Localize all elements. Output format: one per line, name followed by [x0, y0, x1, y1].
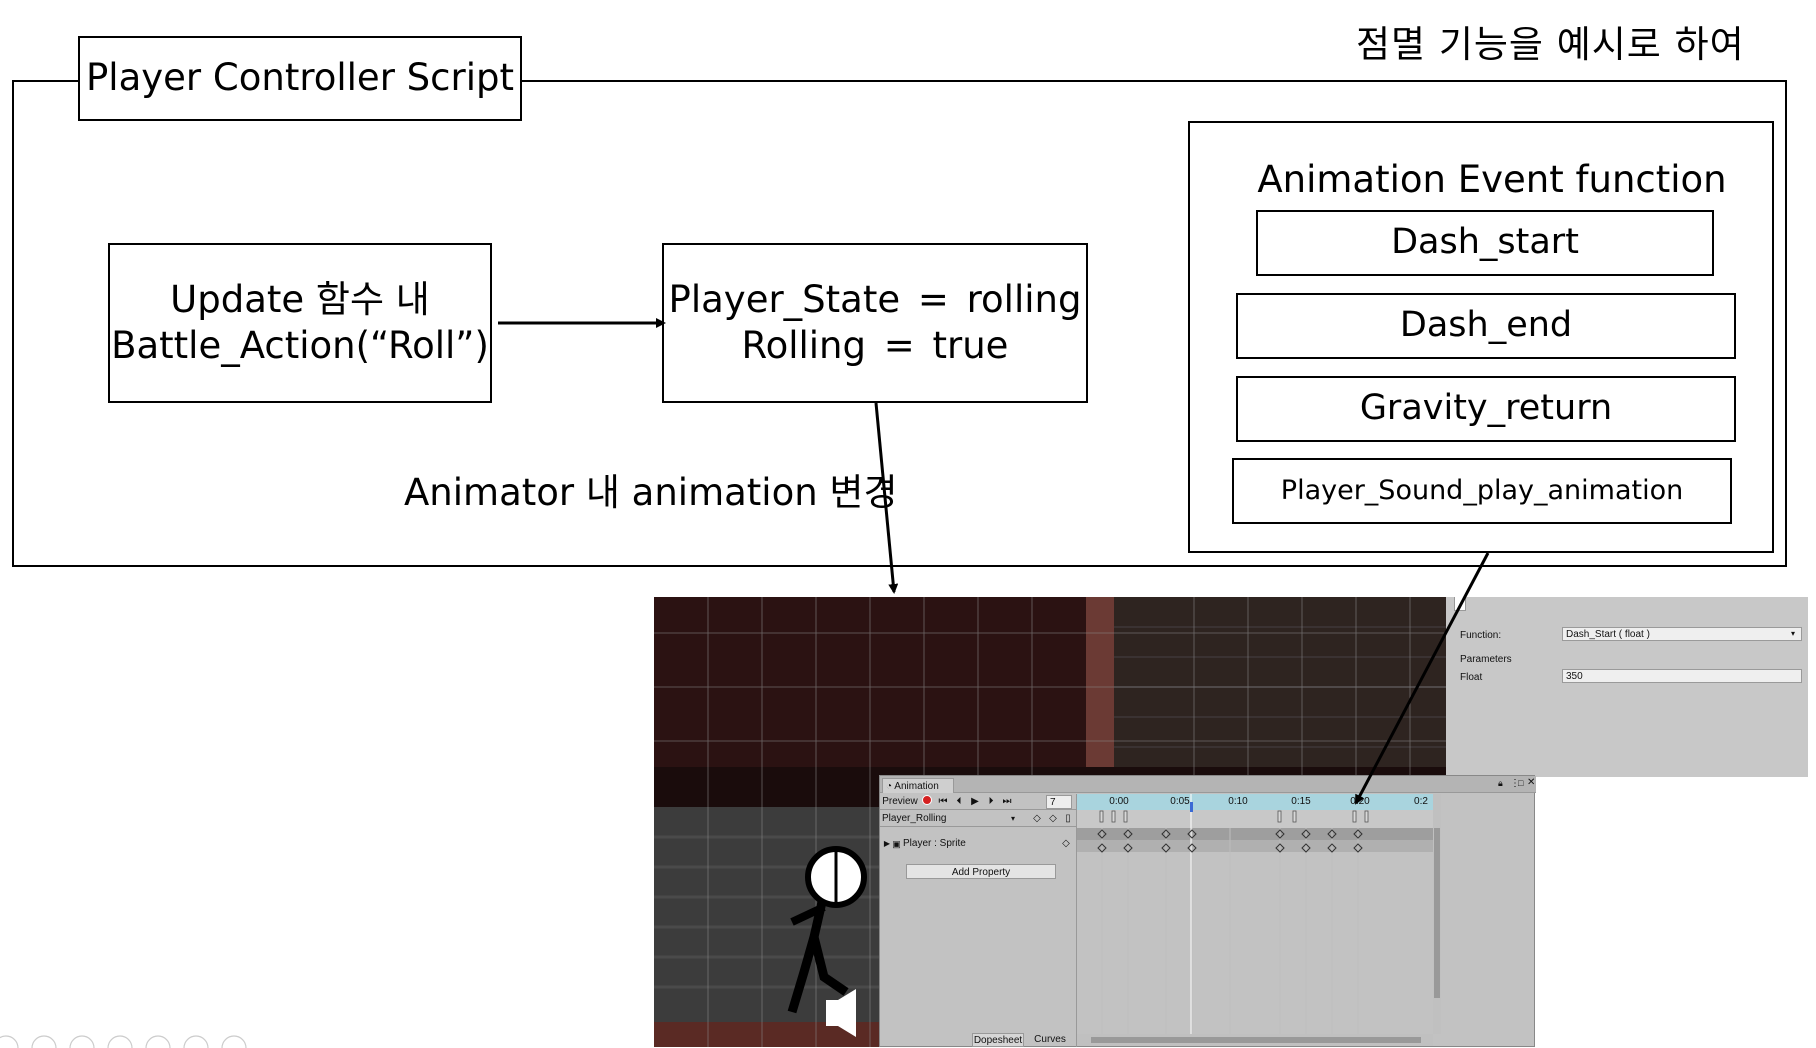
clip-dropdown[interactable]: Player_Rolling [882, 813, 947, 824]
state-box: Player_State = rolling Rolling = true [662, 243, 1088, 403]
bottom-tab-curves[interactable]: Curves [1034, 1034, 1066, 1045]
state-box-line1: Player_State = rolling [668, 277, 1082, 321]
property-key-icon[interactable]: ◇ [1062, 838, 1070, 849]
add-property-button[interactable]: Add Property [906, 864, 1056, 879]
tick-label-0: 0:00 [1109, 796, 1129, 807]
anim-titlebar [880, 776, 1536, 793]
update-box-line1: Update 함수 내 [170, 277, 430, 321]
parameters-label: Parameters [1460, 654, 1512, 665]
anim-tab[interactable]: ◔ Animation [882, 778, 954, 793]
timeline-svg [1077, 794, 1441, 1046]
timeline[interactable]: 0:00 0:05 0:10 0:15 0:20 0:2 [1076, 794, 1536, 1047]
anim-tab-label: Animation [894, 781, 939, 792]
script-frame-title: Player Controller Script [78, 36, 522, 121]
last-key-icon[interactable]: ⏭ [1002, 796, 1012, 807]
prev-key-icon[interactable]: ⏴ [956, 796, 962, 807]
state-box-line2: Rolling = true [741, 324, 1009, 367]
horizontal-scroll-thumb [1091, 1037, 1421, 1043]
tick-label-5: 0:2 [1414, 796, 1428, 807]
sprite-icon: ▣ [892, 839, 901, 849]
close-icon[interactable]: ✕ [1527, 777, 1536, 788]
update-box-line2: Battle_Action(“Roll”) [111, 324, 489, 367]
add-event-icon[interactable]: ◇ [1049, 813, 1057, 824]
add-keyframe-icon[interactable]: ◇ [1033, 813, 1041, 824]
vertical-scroll-thumb [1434, 828, 1440, 998]
keyframes [1097, 829, 1363, 853]
animator-label: Animator 내 animation 변경 [404, 471, 898, 514]
play-icon[interactable]: ▶ [971, 796, 979, 807]
animation-tab-icon: ◔ [886, 781, 893, 792]
inspector-tab-edge [1454, 597, 1466, 611]
update-box: Update 함수 내 Battle_Action(“Roll”) [108, 243, 492, 403]
unity-screenshot: Function: Dash_Start ( float ) ▾ Paramet… [654, 597, 1808, 1047]
animation-event-inspector: Function: Dash_Start ( float ) ▾ Paramet… [1446, 597, 1808, 777]
float-field[interactable]: 350 [1562, 669, 1802, 683]
event-item-dash-start: Dash_start [1256, 210, 1714, 276]
player-sprite [787, 846, 867, 1014]
anim-toolbar: Preview ⏮ ⏴ ▶ ⏵ ⏭ 7 [880, 794, 1076, 810]
first-key-icon[interactable]: ⏮ [938, 796, 948, 807]
clip-dropdown-arrow-icon[interactable]: ▾ [1010, 814, 1015, 823]
expand-arrow-icon[interactable]: ▶ [883, 839, 891, 848]
tick-label-4: 0:20 [1350, 796, 1370, 807]
property-row[interactable]: ▶ ▣ Player : Sprite ◇ [880, 836, 1076, 852]
playhead-marker [1190, 802, 1193, 812]
script-frame [12, 80, 1787, 567]
clip-row: Player_Rolling ▾ ◇ ◇ ▯ [880, 811, 1076, 827]
lock-icon[interactable]: 🔒︎ [1498, 778, 1503, 788]
event-item-gravity-return: Gravity_return [1236, 376, 1736, 442]
bottom-tab-dopesheet[interactable]: Dopesheet [972, 1033, 1024, 1047]
function-label: Function: [1460, 630, 1502, 641]
events-box [1188, 121, 1774, 553]
animation-window: ◔ Animation 🔒︎ ⋮ □ ✕ Preview ⏮ ⏴ ▶ ⏵ ⏭ 7… [879, 775, 1536, 1047]
record-icon [922, 795, 932, 805]
menu-icon[interactable]: ⋮ [1510, 778, 1520, 789]
maximize-icon[interactable]: □ [1518, 778, 1524, 788]
tick-label-2: 0:10 [1228, 796, 1248, 807]
korean-note: 점멸 기능을 예시로 하여 [1356, 23, 1745, 66]
next-key-icon[interactable]: ⏵ [988, 796, 994, 807]
tick-label-3: 0:15 [1291, 796, 1311, 807]
event-marker-icon[interactable]: ▯ [1065, 813, 1071, 824]
tick-label-1: 0:05 [1170, 796, 1190, 807]
property-label: Player : Sprite [903, 838, 966, 849]
function-dropdown[interactable]: Dash_Start ( float ) [1562, 627, 1802, 641]
speaker-icon [826, 989, 856, 1037]
frame-field[interactable]: 7 [1046, 795, 1072, 809]
preview-button[interactable]: Preview [882, 796, 918, 807]
event-markers [1099, 810, 1369, 823]
float-label: Float [1460, 672, 1483, 683]
frame-lines [1101, 828, 1359, 1034]
event-item-sound-play: Player_Sound_play_animation [1232, 458, 1732, 524]
events-box-title: Animation Event function [1257, 158, 1727, 201]
record-button[interactable] [920, 795, 934, 809]
event-item-dash-end: Dash_end [1236, 293, 1736, 359]
slide-toolbar-icons [0, 1035, 247, 1048]
dropdown-arrow-icon[interactable]: ▾ [1791, 629, 1796, 638]
